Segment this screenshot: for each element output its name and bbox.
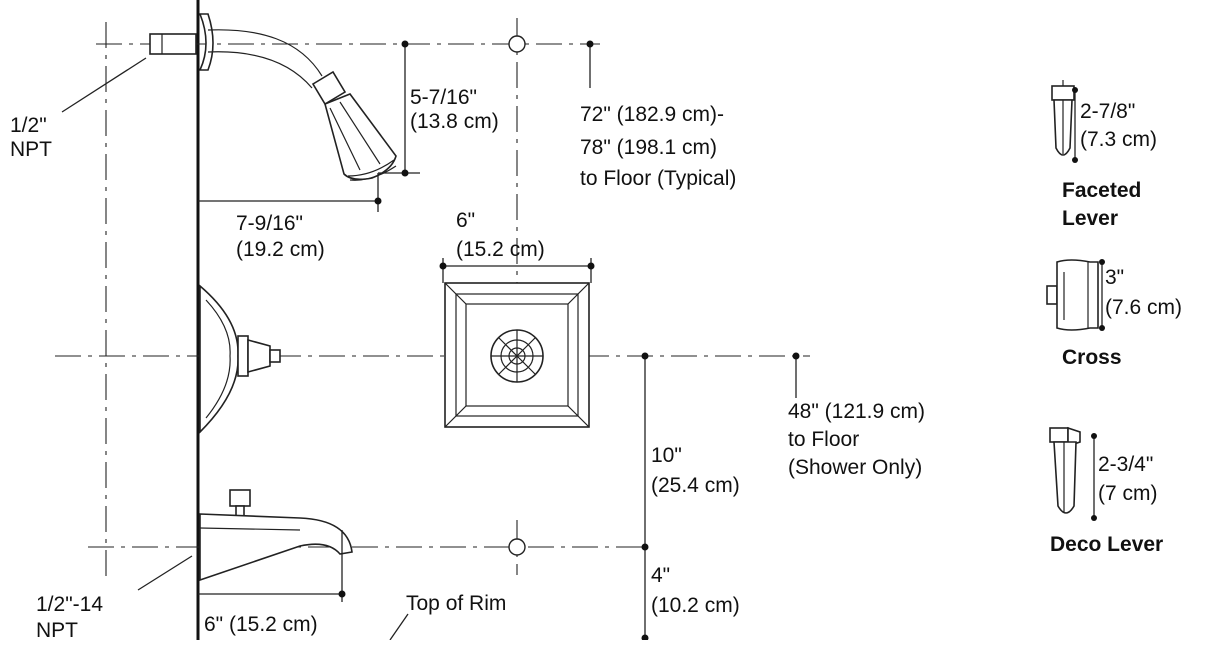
shower-arm-drawing [149, 13, 347, 106]
showerhead-drawing [324, 93, 397, 181]
dim-showerhead-drop [378, 40, 420, 177]
label-showerhead-reach-1: 7-9/16" [236, 212, 303, 235]
label-showerhead-drop-1: 5-7/16" [410, 86, 477, 109]
handle-deco-lever: 2-3/4" (7 cm) Deco Lever [1049, 426, 1163, 556]
label-valve-height-3: (Shower Only) [788, 456, 922, 479]
label-trim-width-1: 6" [456, 209, 475, 232]
label-npt-bottom-1: 1/2"-14 [36, 593, 103, 616]
faceted-dim-1: 2-7/8" [1080, 100, 1135, 123]
dim-trim-width [439, 258, 595, 283]
dim-showerhead-reach [198, 173, 382, 212]
label-valve-to-spout-1: 10" [651, 444, 682, 467]
label-spout-to-rim-2: (10.2 cm) [651, 594, 740, 617]
label-spout-reach: 6" (15.2 cm) [204, 613, 318, 636]
label-valve-height-1: 48" (121.9 cm) [788, 400, 925, 423]
handle-cross: 3" (7.6 cm) Cross [1046, 259, 1182, 369]
faceted-name-1: Faceted [1062, 179, 1141, 202]
leader-top-of-rim [389, 613, 409, 641]
label-showerhead-reach-2: (19.2 cm) [236, 238, 325, 261]
cross-dim-2: (7.6 cm) [1105, 296, 1182, 319]
label-npt-top-2: NPT [10, 138, 52, 161]
label-spout-to-rim-1: 4" [651, 564, 670, 587]
leader-npt-bottom [137, 555, 193, 591]
arm-center-mark [508, 35, 526, 53]
label-arm-height-1: 72" (182.9 cm)- [580, 103, 724, 126]
label-showerhead-drop-2: (13.8 cm) [410, 110, 499, 133]
cross-handle-drawing [1046, 259, 1099, 331]
label-npt-bottom-2: NPT [36, 619, 78, 640]
label-top-of-rim: Top of Rim [406, 592, 506, 615]
label-arm-height-3: to Floor (Typical) [580, 167, 736, 190]
handle-faceted-lever: 2-7/8" (7.3 cm) Faceted Lever [1051, 80, 1157, 230]
dim-spout-reach [198, 530, 346, 602]
dim-valve-to-spout [641, 352, 649, 642]
deco-name: Deco Lever [1050, 533, 1163, 556]
faceted-name-2: Lever [1062, 207, 1118, 230]
dim-arm-height [586, 40, 594, 88]
deco-dim-2: (7 cm) [1098, 482, 1158, 505]
dim-valve-height [792, 352, 800, 398]
label-npt-top-1: 1/2" [10, 114, 47, 137]
leader-npt-top [61, 57, 147, 113]
deco-dim-1: 2-3/4" [1098, 453, 1153, 476]
faceted-lever-drawing [1051, 80, 1075, 156]
label-arm-height-2: 78" (198.1 cm) [580, 136, 717, 159]
tub-spout-drawing [199, 489, 353, 582]
spout-center-mark [508, 538, 526, 556]
label-valve-height-2: to Floor [788, 428, 859, 451]
label-valve-to-spout-2: (25.4 cm) [651, 474, 740, 497]
trim-plate-front-drawing [444, 282, 590, 428]
deco-lever-drawing [1049, 426, 1081, 514]
cross-name: Cross [1062, 346, 1122, 369]
cross-dim-1: 3" [1105, 266, 1124, 289]
faceted-dim-2: (7.3 cm) [1080, 128, 1157, 151]
label-trim-width-2: (15.2 cm) [456, 238, 545, 261]
valve-trim-side-drawing [199, 284, 281, 434]
